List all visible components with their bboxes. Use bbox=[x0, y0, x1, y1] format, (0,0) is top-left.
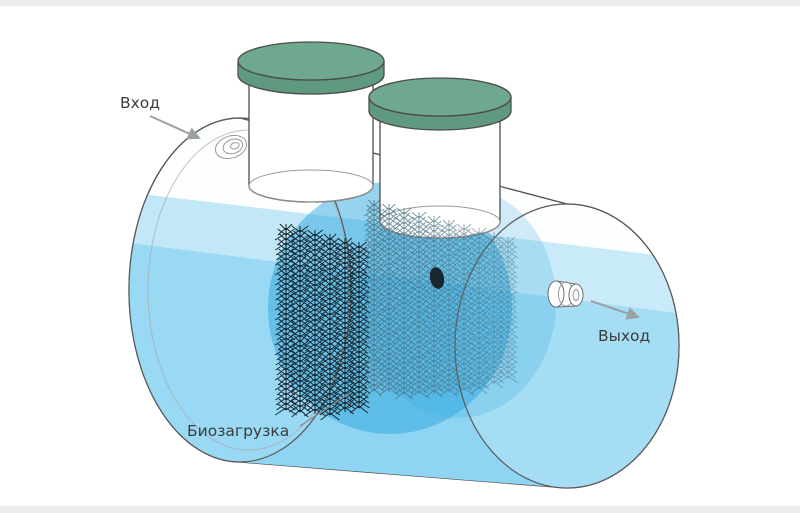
riser-right-lid-top bbox=[368, 77, 512, 117]
page-edge-bottom bbox=[0, 506, 800, 513]
inlet-label: Вход bbox=[120, 94, 160, 112]
annotations: Вход Выход Биозагрузка bbox=[120, 94, 650, 440]
left-cap-rim bbox=[128, 117, 352, 463]
inlet-ring-inner bbox=[229, 142, 240, 150]
page-edge-top bbox=[0, 0, 800, 6]
right-cap-tint bbox=[455, 204, 679, 488]
bio-brush bbox=[468, 227, 490, 395]
bio-brush bbox=[393, 207, 415, 400]
inlet-arrow-icon bbox=[149, 115, 201, 140]
riser-left bbox=[237, 41, 385, 203]
bio-brush bbox=[408, 211, 430, 399]
bio-load-brushes bbox=[274, 199, 519, 421]
outlet-bore bbox=[572, 289, 580, 301]
bio-brush bbox=[497, 236, 519, 384]
outlet-pipe bbox=[547, 280, 584, 308]
bio-brush bbox=[303, 229, 327, 417]
outlet-arrow-icon bbox=[590, 300, 640, 320]
bio-brush bbox=[318, 233, 342, 421]
debris-spot bbox=[429, 267, 445, 289]
riser-right bbox=[368, 77, 512, 239]
riser-right-base bbox=[379, 205, 501, 239]
bioload-label: Биозагрузка bbox=[187, 422, 289, 440]
bio-brush bbox=[378, 203, 400, 396]
riser-left-base bbox=[248, 169, 374, 203]
bio-brush bbox=[333, 237, 357, 415]
bio-brush bbox=[453, 223, 475, 396]
riser-left-lid-top bbox=[237, 41, 385, 81]
bioload-pointer-line bbox=[299, 392, 351, 427]
bio-brush bbox=[288, 225, 312, 418]
bio-brush bbox=[347, 241, 371, 414]
bio-brush bbox=[483, 231, 505, 389]
outlet-label: Выход bbox=[598, 327, 650, 345]
bio-brush bbox=[438, 219, 460, 397]
inlet-pipe bbox=[214, 134, 248, 160]
